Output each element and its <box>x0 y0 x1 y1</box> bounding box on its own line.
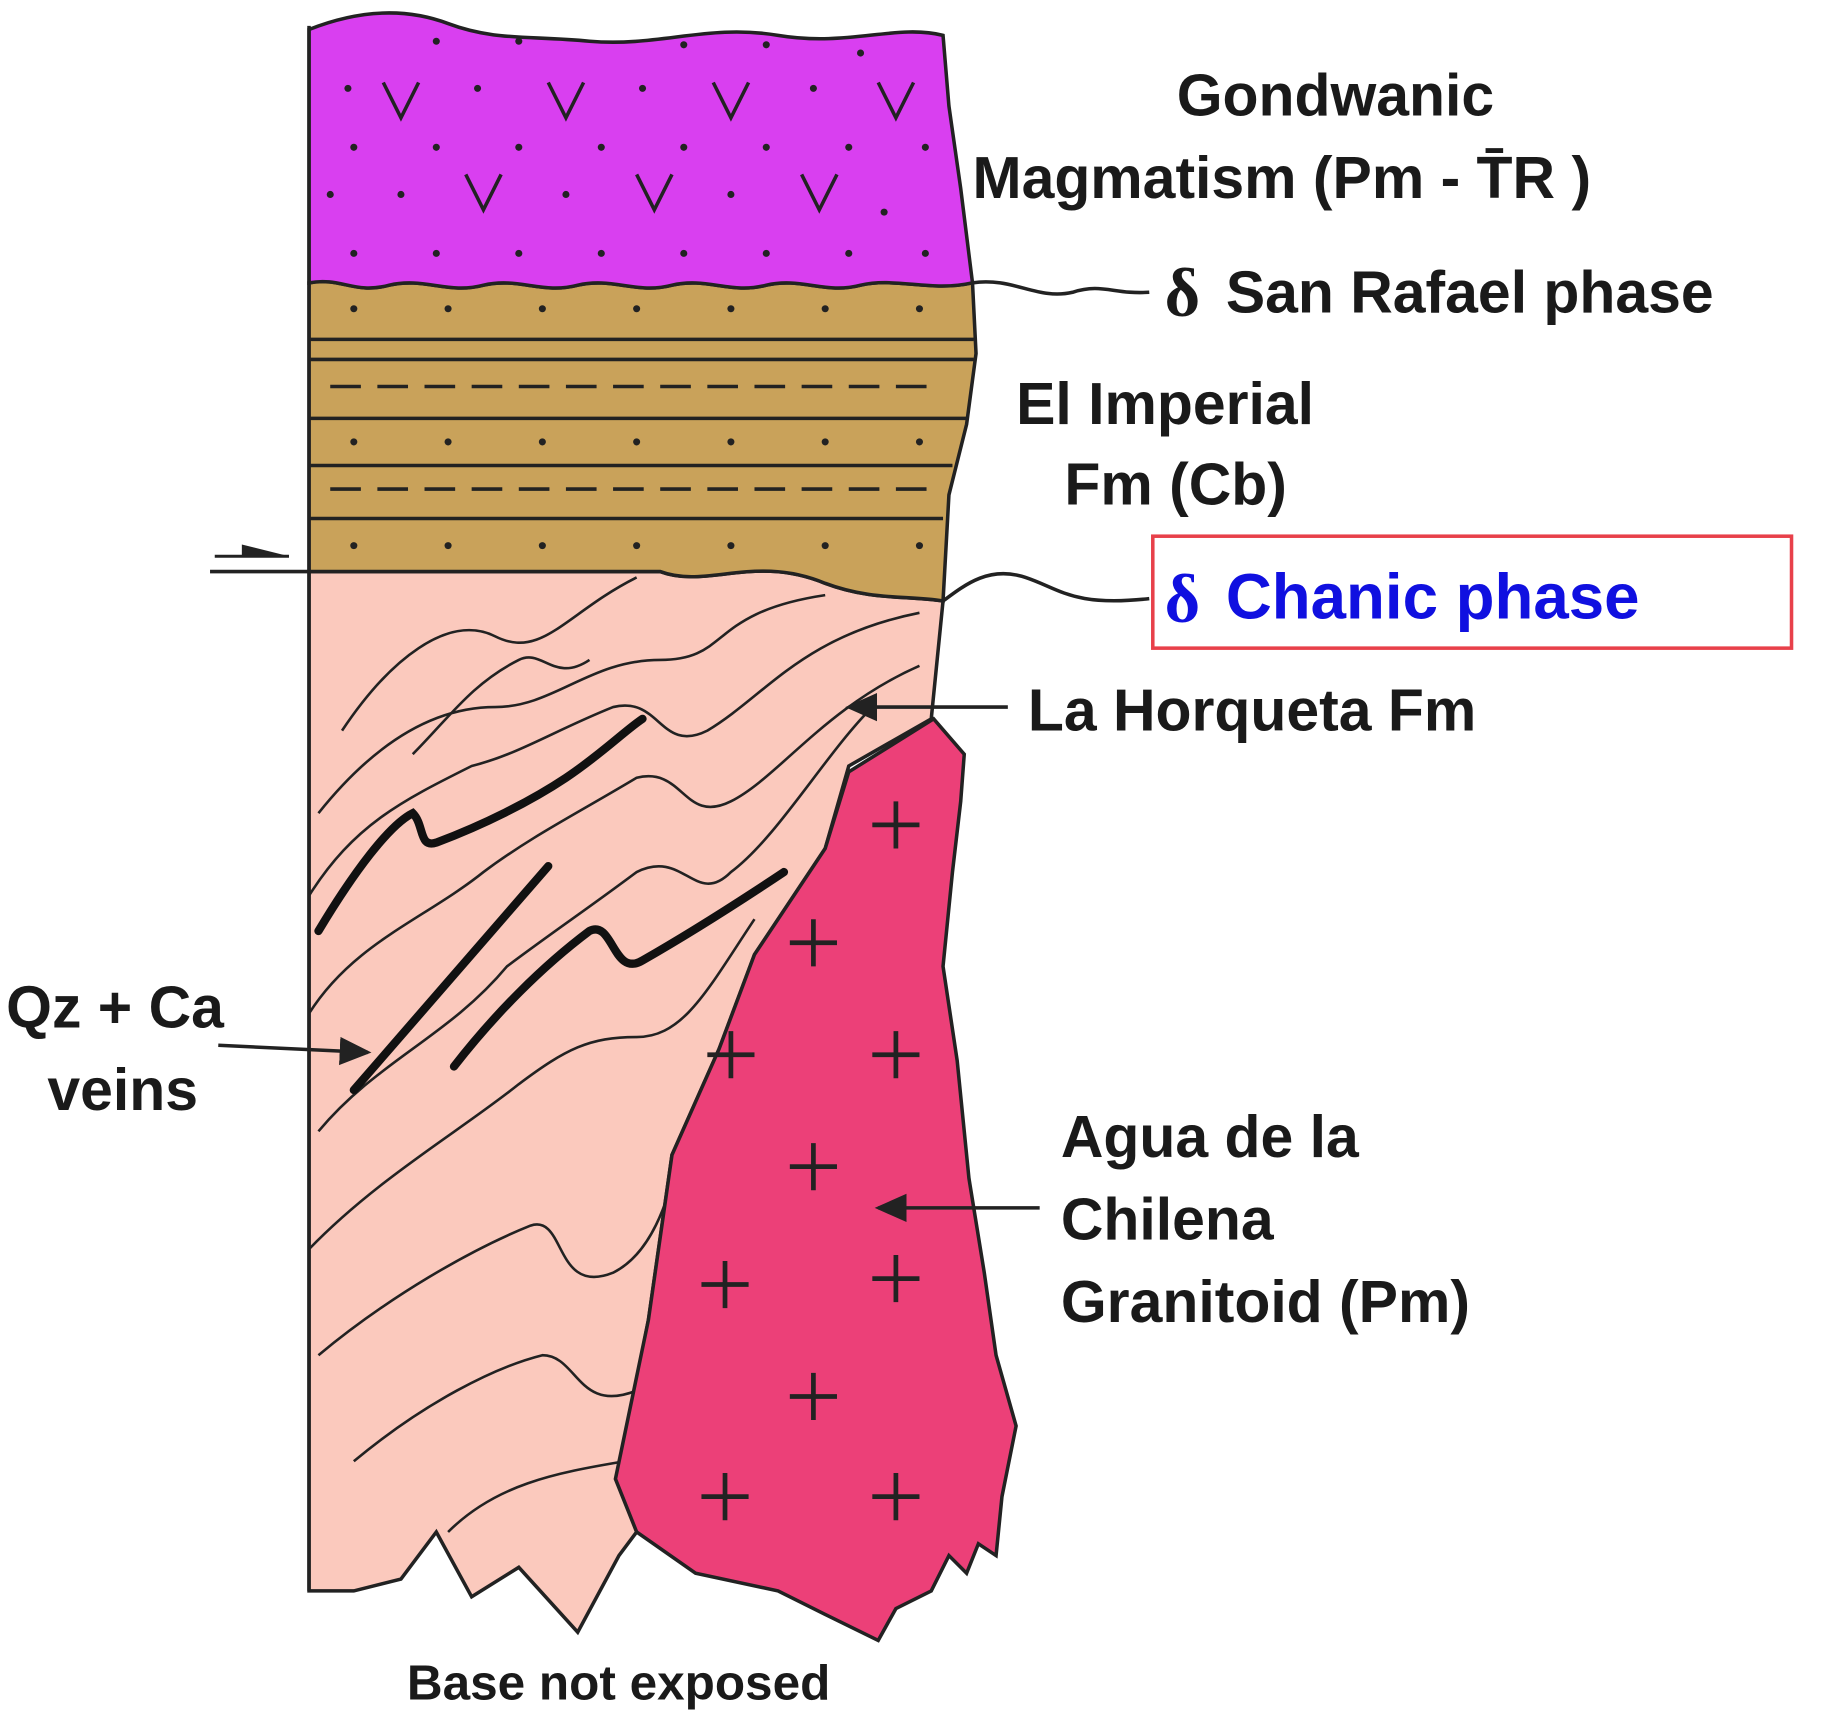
gondwanic-label-line1: Gondwanic <box>1177 63 1494 128</box>
base-not-exposed-label: Base not exposed <box>407 1655 830 1710</box>
quartz-calcite-veins <box>314 714 789 1095</box>
fold-lines <box>307 576 920 1533</box>
san-rafael-phase-label: San Rafael phase <box>1226 260 1714 325</box>
granitoid-label-line3: Granitoid (Pm) <box>1061 1270 1470 1335</box>
el-imperial-bedding <box>309 305 974 550</box>
chanic-highlight-box <box>1151 534 1794 650</box>
granitoid-label-line1: Agua de la <box>1061 1105 1360 1170</box>
volcanic-pattern <box>326 37 929 257</box>
delta-symbol-icon: δ <box>1165 561 1200 637</box>
veins-label-line2: veins <box>47 1058 198 1123</box>
veins-arrow-icon <box>218 1036 372 1066</box>
granitoid-crosses <box>701 801 920 1521</box>
delta-symbol-icon: δ <box>1165 255 1200 331</box>
san-rafael-unconformity-line <box>972 280 1150 296</box>
gondwanic-label-line2: Magmatism (Pm - T̄R ) <box>972 146 1591 211</box>
chanic-unconformity-line <box>941 571 1150 603</box>
chanic-phase-label: Chanic phase <box>1226 562 1640 633</box>
la-horqueta-label: La Horqueta Fm <box>1028 679 1476 744</box>
gondwanic-magmatism-unit <box>307 11 975 290</box>
el-imperial-label-line2: Fm (Cb) <box>1064 452 1286 517</box>
el-imperial-label-line1: El Imperial <box>1016 372 1314 437</box>
el-imperial-unit <box>307 279 978 604</box>
granitoid-label-line2: Chilena <box>1061 1188 1275 1253</box>
veins-label-line1: Qz + Ca <box>6 976 225 1041</box>
shear-sense-arrow-icon <box>210 544 310 574</box>
